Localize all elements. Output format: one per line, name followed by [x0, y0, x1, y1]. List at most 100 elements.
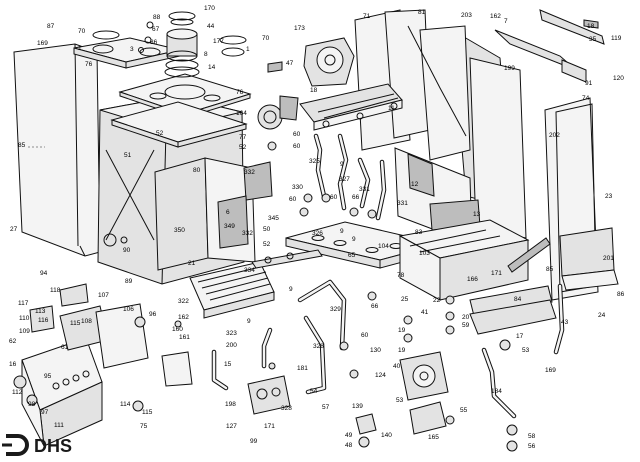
- part-callout: 76: [236, 89, 244, 96]
- part-callout: 44: [207, 23, 215, 30]
- control-tray: [398, 219, 557, 335]
- part-callout: 201: [603, 255, 614, 262]
- part-callout: 3: [130, 46, 134, 53]
- part-callout: 350: [174, 227, 185, 234]
- heat-exchanger: [299, 83, 403, 131]
- part-callout: 60: [330, 194, 338, 201]
- part-callout: 166: [467, 276, 478, 283]
- part-callout: 104: [378, 243, 389, 250]
- part-callout: 120: [613, 75, 624, 82]
- bottom-right-bracket: [559, 227, 619, 291]
- part-callout: 140: [381, 432, 392, 439]
- part-callout: 54: [310, 388, 318, 395]
- part-callout: 200: [226, 342, 237, 349]
- part-callout: 165: [428, 434, 439, 441]
- part-callout: 24: [598, 312, 606, 319]
- fan-hood: [73, 30, 247, 69]
- part-callout: 47: [286, 60, 294, 67]
- part-callout: 127: [226, 423, 237, 430]
- part-callout: 116: [38, 317, 49, 324]
- part-callout: 17: [516, 333, 524, 340]
- part-callout: 56: [528, 443, 536, 450]
- part-callout: 1: [78, 45, 82, 52]
- part-callout: 130: [370, 347, 381, 354]
- part-callout: 169: [545, 367, 556, 374]
- part-callout: 71: [363, 13, 371, 20]
- part-callout: 19: [398, 347, 406, 354]
- part-callout: 323: [226, 330, 237, 337]
- part-callout: 66: [371, 303, 379, 310]
- part-callout: 60: [289, 196, 297, 203]
- part-callout: 349: [224, 223, 235, 230]
- part-callout: 95: [44, 373, 52, 380]
- part-callout: 139: [352, 403, 363, 410]
- part-callout: 88: [153, 14, 161, 21]
- part-callout: 322: [178, 298, 189, 305]
- part-callout: 85: [546, 266, 554, 273]
- part-callout: 9: [340, 228, 344, 235]
- part-callout: 9: [247, 318, 251, 325]
- burner-box: [154, 147, 481, 271]
- small-fittings: [174, 141, 455, 370]
- logo-text: DHS: [34, 436, 72, 456]
- part-callout: 110: [19, 315, 30, 322]
- part-callout: 96: [149, 311, 157, 318]
- part-callout: 84: [514, 296, 522, 303]
- part-callout: 111: [54, 422, 64, 429]
- part-callout: 52: [156, 130, 164, 137]
- part-callout: 60: [293, 143, 301, 150]
- part-callout: 9: [352, 236, 356, 243]
- part-callout: 115: [142, 409, 153, 416]
- part-callout: 118: [50, 287, 61, 294]
- part-callout: 65: [348, 252, 356, 259]
- part-callout: 86: [617, 291, 625, 298]
- part-callout: 124: [375, 372, 386, 379]
- part-callout: 7: [504, 18, 508, 25]
- part-callout: 113: [35, 308, 46, 315]
- part-callout: 62: [9, 338, 17, 345]
- middle-cover-plate: [110, 101, 248, 148]
- part-callout: 52: [263, 241, 271, 248]
- part-callout: 117: [18, 300, 29, 307]
- part-callout: 83: [415, 229, 423, 236]
- front-casing-panel: [13, 43, 101, 257]
- part-callout: 328: [313, 343, 324, 350]
- part-callout: 115: [70, 320, 81, 327]
- part-callout: 85: [18, 142, 26, 149]
- part-callout: 181: [297, 365, 308, 372]
- part-callout: 59: [462, 322, 470, 329]
- part-callout: 18: [587, 23, 595, 30]
- part-callout: 48: [345, 442, 353, 449]
- part-callout: 164: [236, 110, 247, 117]
- part-callout: 81: [418, 9, 426, 16]
- part-callout: 80: [193, 167, 201, 174]
- part-callout: 41: [421, 309, 429, 316]
- part-callout: 329: [330, 306, 341, 313]
- part-callout: 52: [239, 144, 247, 151]
- part-callout: 112: [12, 389, 23, 396]
- part-callout: 89: [125, 278, 133, 285]
- part-callout: 171: [264, 423, 275, 430]
- part-callout: 345: [268, 215, 279, 222]
- part-callout: 35: [589, 36, 597, 43]
- part-callout: 108: [81, 318, 92, 325]
- part-callout: 1: [246, 46, 250, 53]
- part-callout: 55: [460, 407, 468, 414]
- control-panel: [13, 283, 193, 447]
- pressure-switch: [257, 95, 299, 130]
- part-callout: 12: [411, 181, 419, 188]
- part-callout: 16: [9, 361, 17, 368]
- part-callout: 25: [401, 296, 409, 303]
- part-callout: 57: [322, 404, 330, 411]
- part-callout: 15: [224, 361, 232, 368]
- part-callout: 13: [473, 211, 481, 218]
- part-callout: 334: [244, 267, 255, 274]
- part-callout: 61: [61, 344, 69, 351]
- part-callout: 97: [41, 409, 49, 416]
- burner: [189, 249, 323, 319]
- part-callout: 76: [85, 61, 93, 68]
- part-callout: 21: [188, 260, 196, 267]
- part-callout: 19: [398, 327, 406, 334]
- part-callout: 330: [292, 184, 303, 191]
- part-callout: 67: [152, 26, 160, 33]
